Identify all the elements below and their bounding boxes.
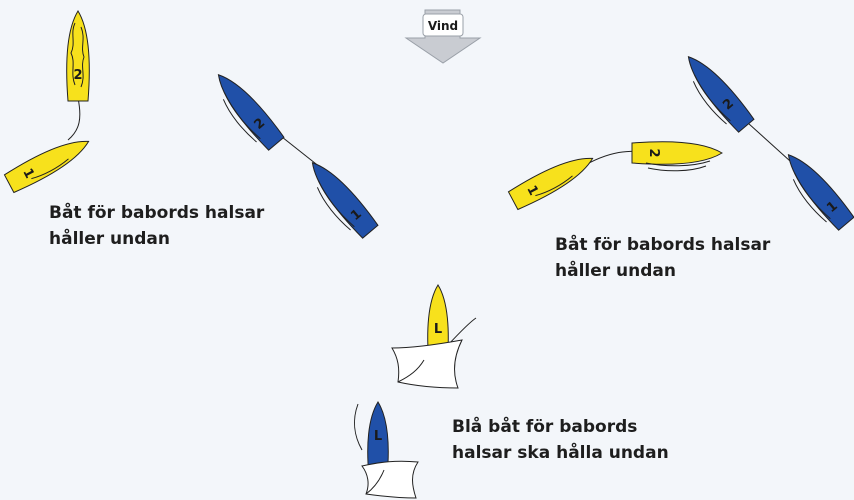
- caption-left-line-1: Båt för babords halsar: [49, 203, 265, 223]
- boat-label-2: 2: [73, 68, 82, 83]
- boat-blue-1: 1: [303, 155, 380, 240]
- caption-bottom-line-1: Blå båt för babords: [452, 417, 638, 437]
- boat-blue-2: 2: [209, 67, 286, 152]
- wind-label: Vind: [428, 19, 458, 33]
- caption-bottom: Blå båt för babords halsar ska hålla und…: [452, 414, 669, 466]
- wind-arrow: Vind: [404, 9, 482, 64]
- spinnaker-sail: [391, 339, 463, 389]
- connector-line: [67, 97, 81, 141]
- boat-yellow-1: 1: [3, 130, 95, 195]
- caption-right-line-2: håller undan: [555, 261, 677, 281]
- boat-blue-spinnaker: L: [354, 401, 419, 499]
- boat-label-l: L: [434, 322, 442, 337]
- boat-blue-2: 2: [679, 49, 756, 134]
- boat-yellow-1: 1: [507, 147, 599, 212]
- caption-right: Båt för babords halsar håller undan: [555, 232, 770, 284]
- boat-label-2: 2: [646, 148, 661, 157]
- caption-bottom-line-2: halsar ska hålla undan: [452, 443, 669, 463]
- caption-left: Båt för babords halsar håller undan: [49, 200, 264, 252]
- boat-yellow-spinnaker: L: [391, 284, 477, 389]
- spinnaker-sail: [361, 460, 419, 499]
- boat-label-l: L: [374, 429, 382, 444]
- caption-right-line-1: Båt för babords halsar: [555, 235, 771, 255]
- boat-yellow-2: 2: [66, 10, 90, 102]
- caption-left-line-2: håller undan: [49, 229, 171, 249]
- boat-yellow-2: 2: [631, 141, 723, 172]
- boat-blue-1: 1: [779, 147, 854, 232]
